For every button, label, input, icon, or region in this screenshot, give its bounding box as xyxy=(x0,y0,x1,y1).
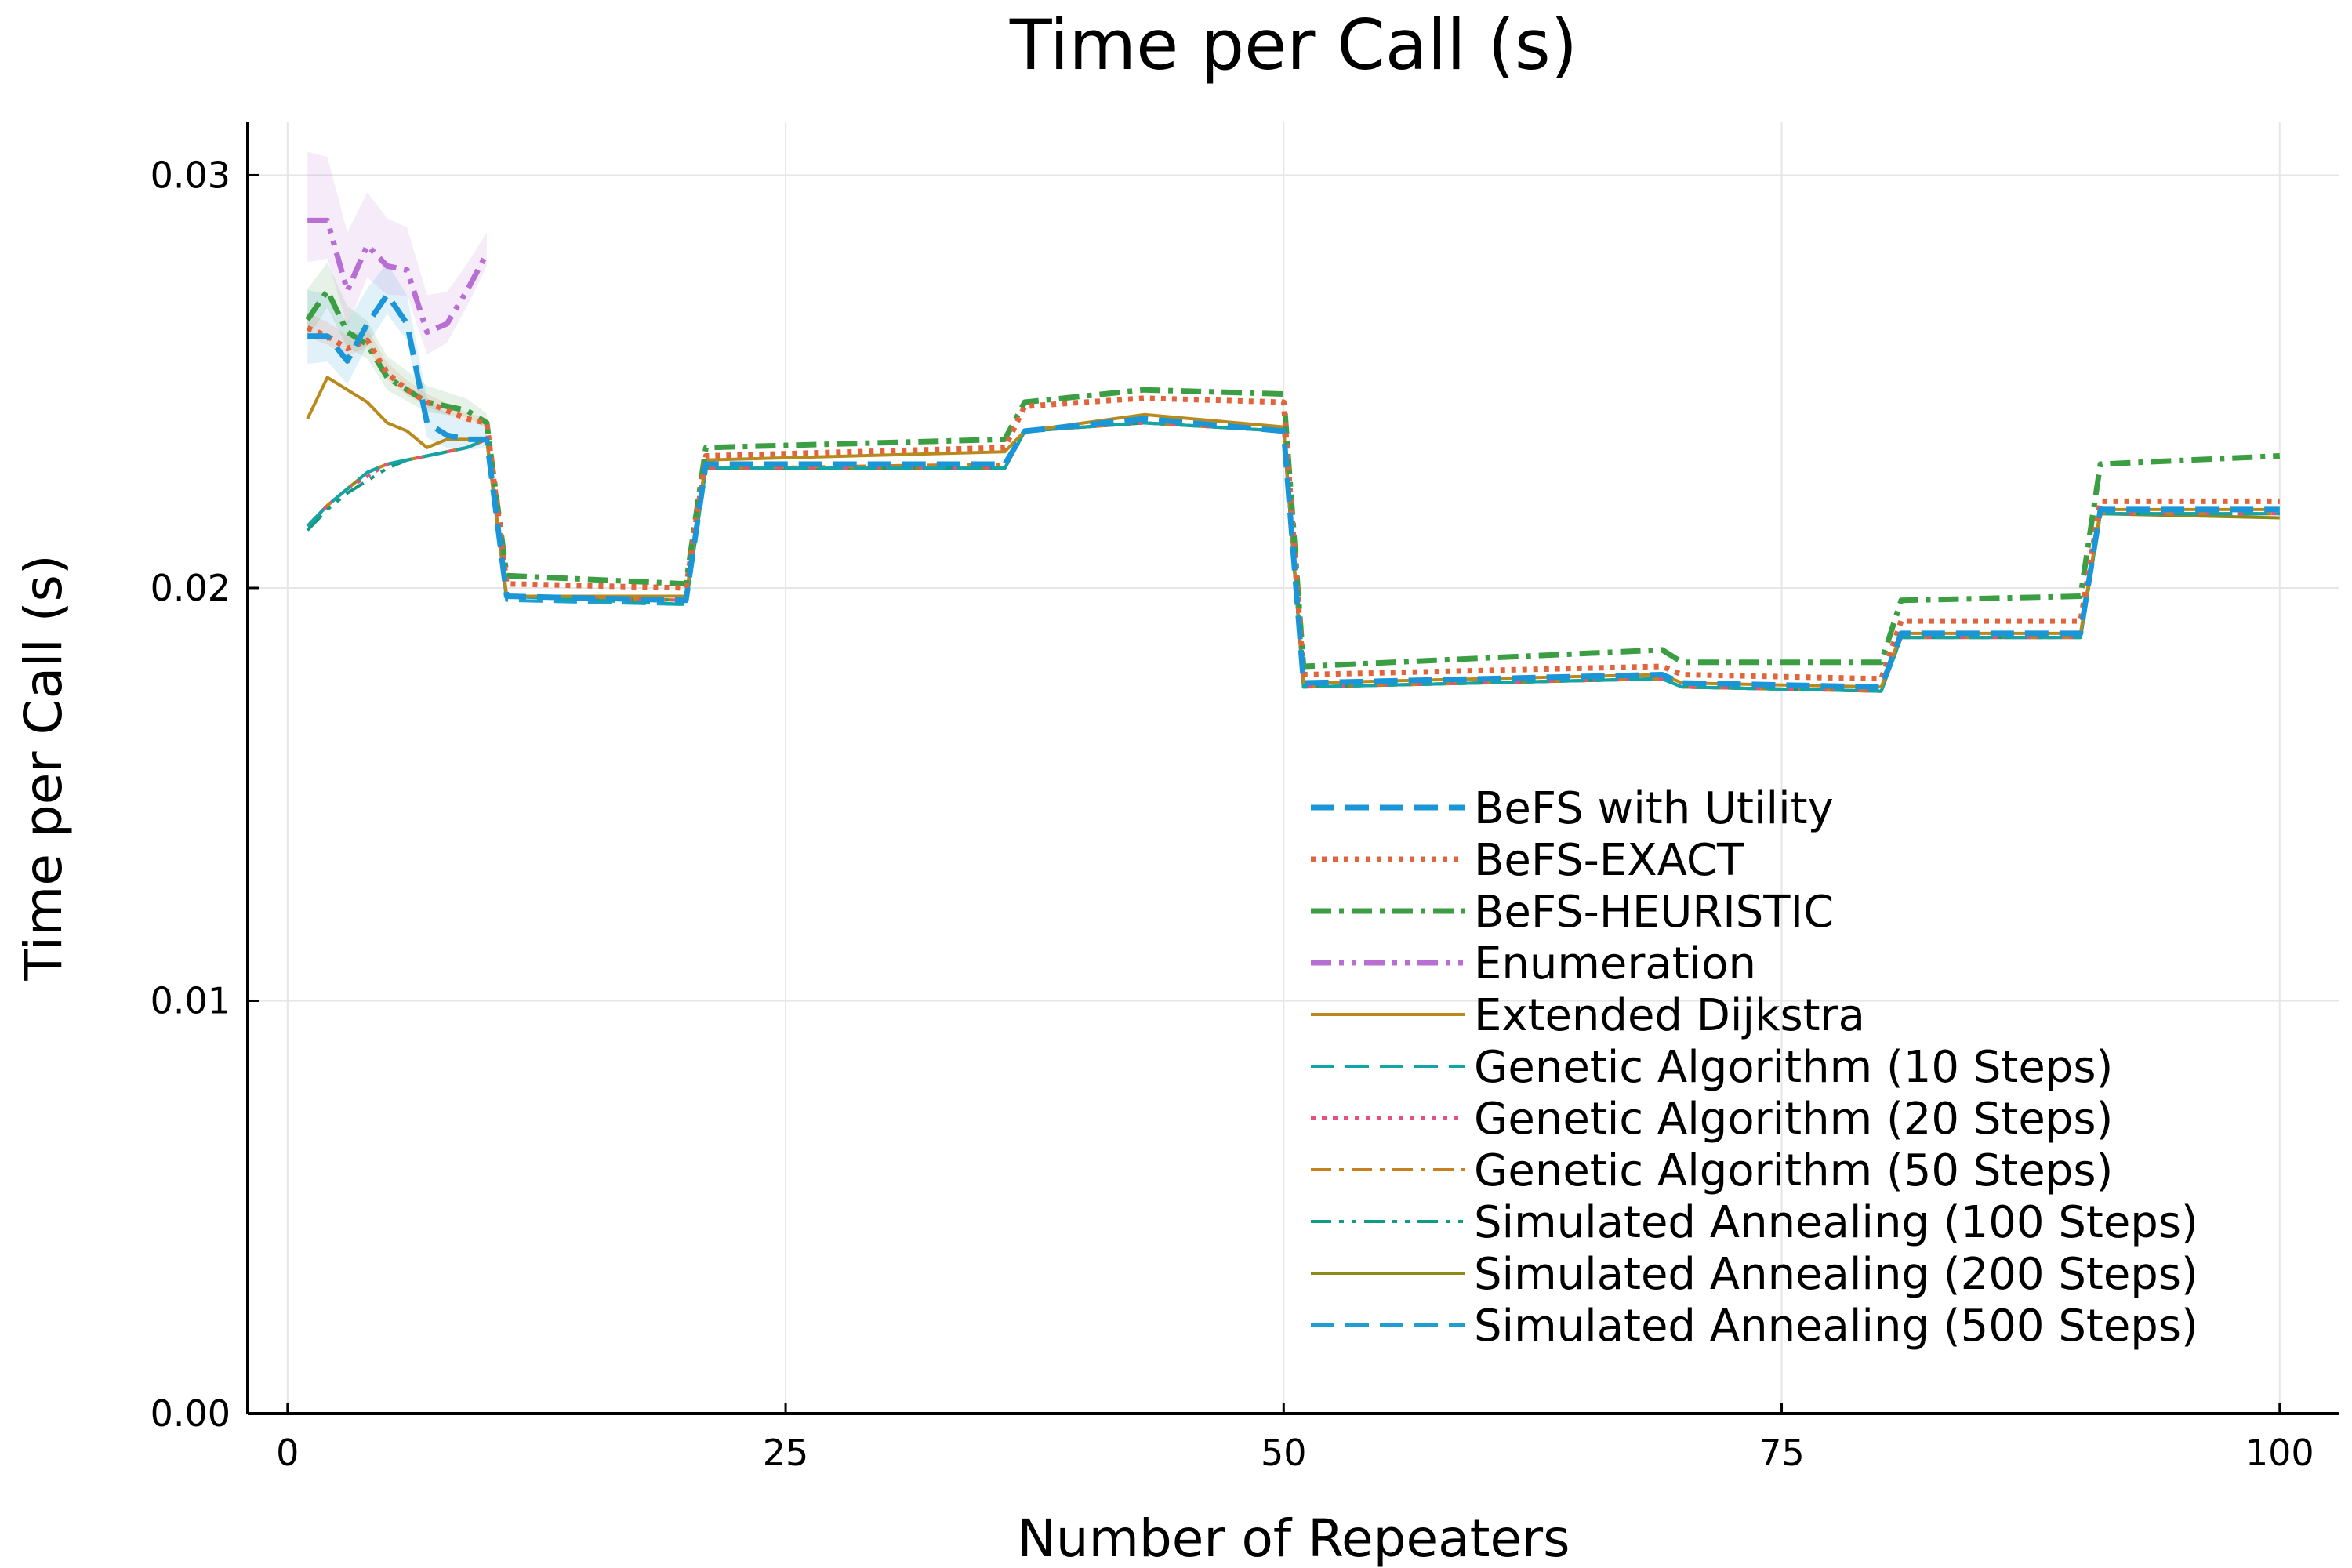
series-line-1 xyxy=(306,325,2280,682)
series-line-3 xyxy=(307,217,489,335)
legend-label-0: BeFS with Utility xyxy=(1474,783,1834,834)
y-tick-label: 0.02 xyxy=(151,567,230,609)
y-tick-label: 0.00 xyxy=(151,1392,230,1435)
y-axis-label: Time per Call (s) xyxy=(13,554,74,981)
axes xyxy=(246,122,2339,1415)
legend-label-10: Simulated Annealing (500 Steps) xyxy=(1474,1301,2198,1352)
series-line-2 xyxy=(305,288,2280,670)
x-tick-label: 50 xyxy=(1261,1432,1307,1474)
band-3 xyxy=(307,151,487,354)
chart-title: Time per Call (s) xyxy=(1009,5,1577,85)
legend: BeFS with UtilityBeFS-EXACTBeFS-HEURISTI… xyxy=(1311,783,2198,1352)
x-axis-label: Number of Repeaters xyxy=(1017,1508,1570,1568)
y-tick-label: 0.01 xyxy=(151,979,230,1022)
band-1 xyxy=(307,312,487,426)
legend-label-6: Genetic Algorithm (20 Steps) xyxy=(1474,1094,2113,1145)
x-tick-label: 25 xyxy=(763,1432,809,1474)
legend-label-2: BeFS-HEURISTIC xyxy=(1474,887,1834,938)
series-line-0 xyxy=(307,292,2280,690)
legend-label-8: Simulated Annealing (100 Steps) xyxy=(1474,1197,2198,1248)
series-line-5 xyxy=(306,421,2280,693)
y-ticks: 0.00 0.01 0.02 0.03 xyxy=(151,154,259,1435)
legend-label-4: Extended Dijkstra xyxy=(1474,990,1865,1041)
series-line-6 xyxy=(306,421,2280,693)
y-tick-label: 0.03 xyxy=(151,154,230,196)
x-ticks: 0 25 50 75 100 xyxy=(276,1403,2314,1474)
x-tick-label: 100 xyxy=(2245,1432,2314,1474)
series-lines xyxy=(305,217,2280,693)
legend-label-9: Simulated Annealing (200 Steps) xyxy=(1474,1249,2198,1300)
legend-label-5: Genetic Algorithm (10 Steps) xyxy=(1474,1042,2113,1093)
legend-label-3: Enumeration xyxy=(1474,938,1756,989)
x-tick-label: 0 xyxy=(276,1432,299,1474)
legend-label-7: Genetic Algorithm (50 Steps) xyxy=(1474,1145,2113,1196)
x-tick-label: 75 xyxy=(1759,1432,1805,1474)
legend-label-1: BeFS-EXACT xyxy=(1474,835,1744,886)
